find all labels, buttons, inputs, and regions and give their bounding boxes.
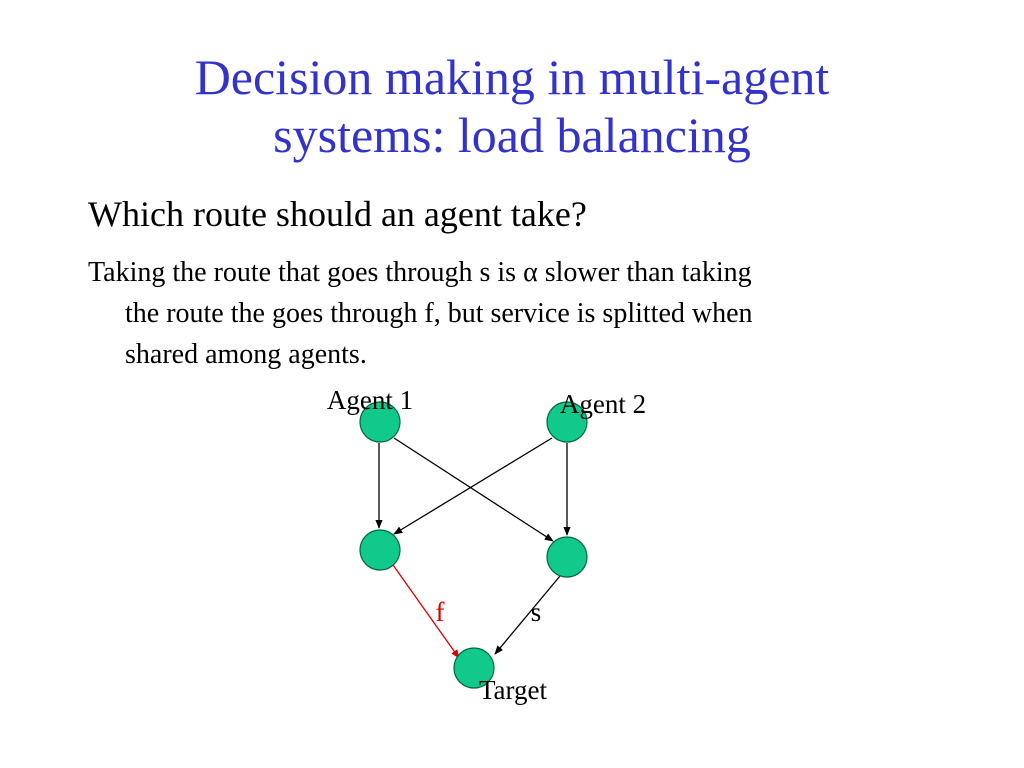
agent2-node bbox=[546, 401, 588, 443]
description-line-1: Taking the route that goes through s is … bbox=[88, 257, 752, 288]
target-label: Target bbox=[479, 675, 548, 705]
route-s-node bbox=[546, 536, 588, 578]
question-text: Which route should an agent take? bbox=[88, 194, 587, 234]
agent2-label: Agent 2 bbox=[560, 389, 646, 419]
target-node bbox=[453, 647, 495, 689]
slide-title-line-2: systems: load balancing bbox=[273, 107, 751, 163]
edge-f-to-target bbox=[392, 564, 460, 659]
slide-title: Decision making in multi-agent systems: … bbox=[0, 48, 1024, 164]
slide-title-line-1: Decision making in multi-agent bbox=[194, 49, 830, 105]
edge-label-s: s bbox=[531, 597, 542, 627]
description-line-2: the route the goes through f, but servic… bbox=[125, 298, 753, 329]
description-text: Taking the route that goes through s is … bbox=[88, 252, 918, 375]
agent1-label: Agent 1 bbox=[327, 385, 413, 415]
edge-agent2-to-f bbox=[393, 437, 553, 535]
edge-agent1-to-s bbox=[393, 437, 554, 542]
edge-label-f: f bbox=[436, 597, 445, 627]
description-line-3: shared among agents. bbox=[125, 339, 367, 370]
agent1-node bbox=[359, 401, 401, 443]
edge-s-to-target bbox=[494, 575, 561, 655]
route-f-node bbox=[359, 529, 401, 571]
